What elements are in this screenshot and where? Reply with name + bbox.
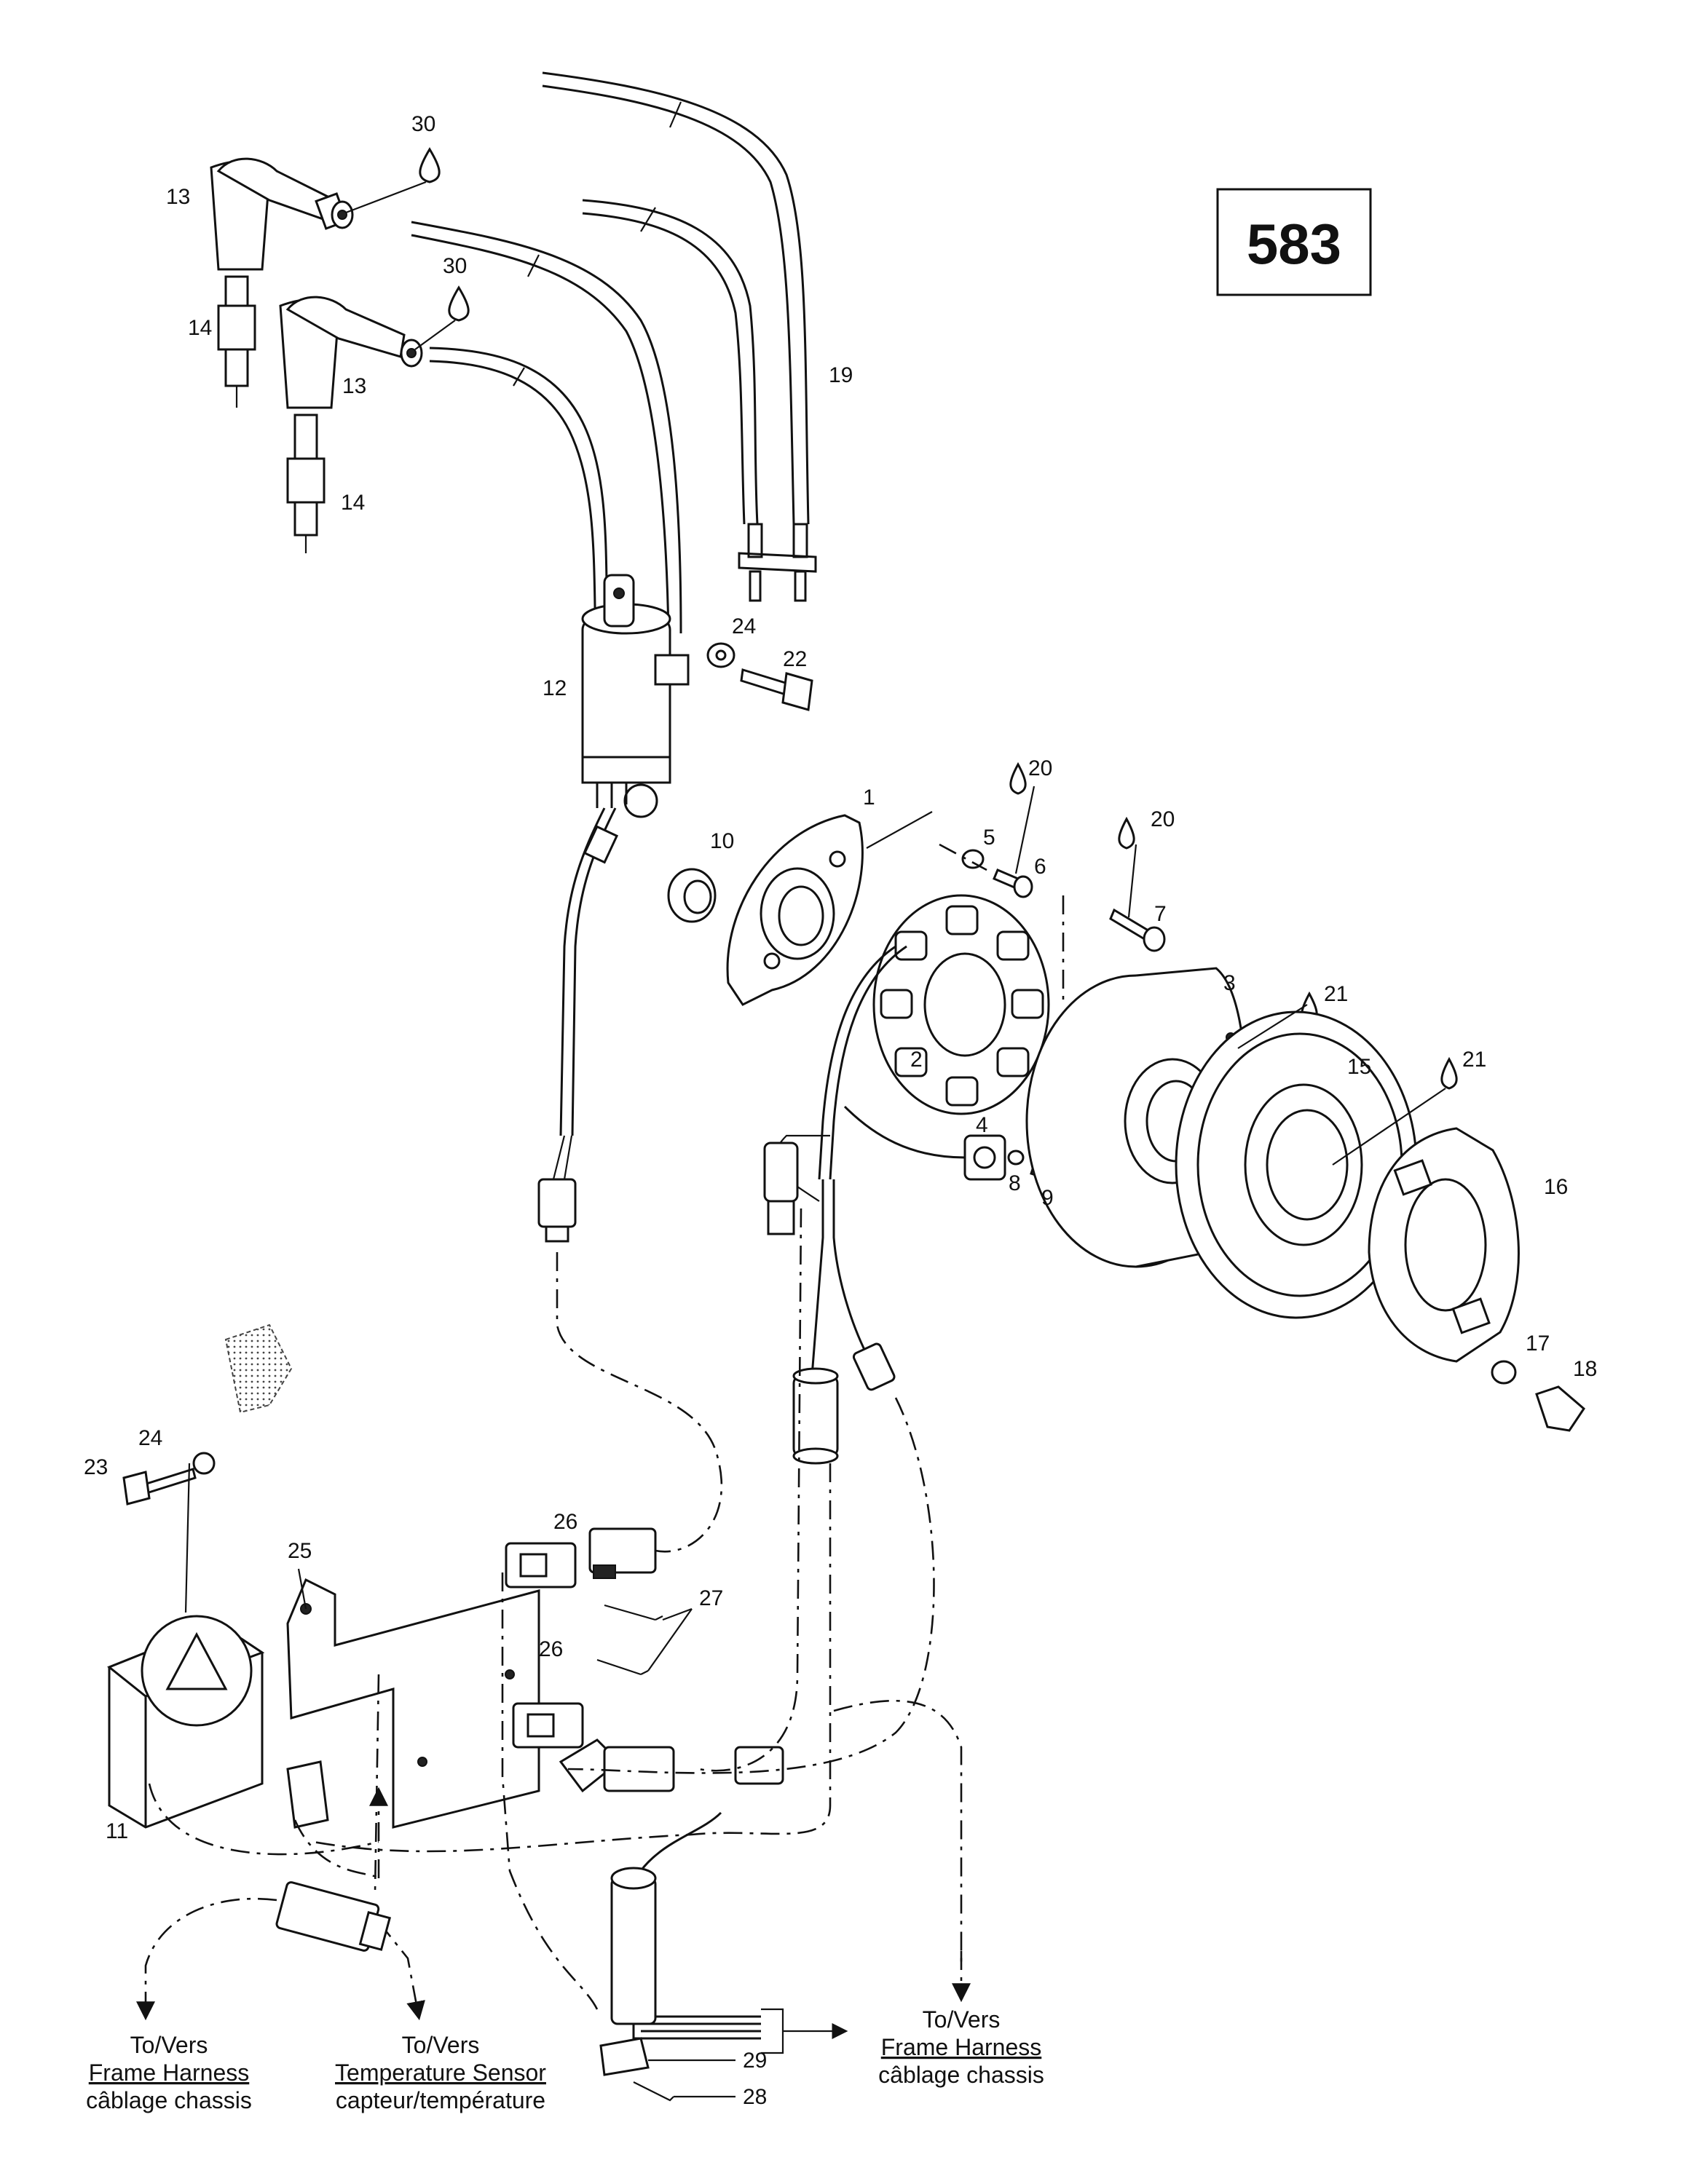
mounting-bracket <box>224 1324 293 1414</box>
starter-pulley-16 <box>1368 1127 1520 1363</box>
spark-plug-lower <box>286 414 326 553</box>
callout-22: 22 <box>783 647 807 671</box>
stator-plate-1 <box>726 811 933 1006</box>
callout-28: 28 <box>743 2085 767 2109</box>
washer-24-top <box>706 642 735 668</box>
callout-26-bottom: 26 <box>539 1637 563 1661</box>
destination-line3: câblage chassis <box>86 2087 252 2113</box>
cdi-module-11 <box>107 1463 329 1829</box>
callout-14-lower: 14 <box>341 491 365 515</box>
destination-line1: To/Vers <box>402 2032 480 2058</box>
leader-20b <box>1127 844 1137 918</box>
callout-13-lower: 13 <box>342 374 366 398</box>
callout-15: 15 <box>1347 1055 1371 1079</box>
screw-6 <box>993 869 1033 898</box>
callout-9: 9 <box>1041 1186 1054 1210</box>
plug-connector <box>559 1527 784 1793</box>
destination-line3: capteur/température <box>336 2087 545 2113</box>
destination-line1: To/Vers <box>923 2006 1001 2033</box>
bolt-22 <box>740 668 813 711</box>
callout-18: 18 <box>1573 1357 1597 1381</box>
callout-23: 23 <box>84 1455 108 1479</box>
washer-5 <box>961 849 985 869</box>
callout-5: 5 <box>983 826 995 850</box>
callout-30-a: 30 <box>411 112 435 136</box>
callout-7: 7 <box>1154 902 1167 926</box>
ignition-wires <box>411 71 817 641</box>
connector-holder-26-bottom <box>512 1702 584 1749</box>
washer-17 <box>1491 1360 1517 1385</box>
callout-26-top: 26 <box>553 1510 577 1534</box>
connector-holder-26-top <box>505 1542 577 1588</box>
callout-17: 17 <box>1526 1332 1550 1356</box>
coil-harness <box>537 807 619 1243</box>
ignition-coil <box>581 574 690 818</box>
grommet-10 <box>667 868 717 923</box>
callout-29: 29 <box>743 2049 767 2073</box>
destination-line2: Frame Harness <box>881 2034 1042 2060</box>
washer-24-bottom <box>192 1452 216 1475</box>
rivets-27 <box>596 1604 693 1676</box>
sensor-harness <box>599 1811 848 2102</box>
callout-3: 3 <box>1223 971 1236 995</box>
destination-line2: Frame Harness <box>89 2060 250 2086</box>
dashed-guide <box>939 843 1065 1005</box>
callout-14-upper: 14 <box>188 316 212 340</box>
washer-8 <box>1007 1150 1025 1166</box>
temperature-sensor-connector <box>275 1881 392 1952</box>
stator-2 <box>818 894 1050 1180</box>
diagram-code-box: 583 <box>1216 188 1372 296</box>
callout-19: 19 <box>829 363 853 387</box>
diagram-code: 583 <box>1247 212 1341 276</box>
callout-20-b: 20 <box>1151 807 1175 831</box>
destination-line3: câblage chassis <box>878 2062 1044 2088</box>
ring-gear-15 <box>1175 1004 1446 1319</box>
spark-plug-cap-upper <box>210 157 354 271</box>
callout-10: 10 <box>710 829 734 853</box>
destination-line1: To/Vers <box>130 2032 208 2058</box>
bolt-23 <box>122 1468 197 1506</box>
callout-30-b: 30 <box>443 254 467 278</box>
mounting-plate-25 <box>286 1568 540 1829</box>
dashed-routing <box>136 1208 971 2021</box>
callout-25: 25 <box>288 1539 312 1563</box>
callout-16: 16 <box>1544 1175 1568 1199</box>
spark-plug-cap-lower <box>279 296 423 409</box>
callout-6: 6 <box>1034 855 1046 879</box>
callout-11: 11 <box>106 1819 128 1843</box>
callouts: 1 2 3 4 5 6 7 8 9 10 11 12 13 13 14 14 1… <box>84 112 1597 2109</box>
callout-8: 8 <box>1009 1171 1021 1195</box>
lubricant-drop-icon <box>1009 761 1458 1090</box>
callout-27: 27 <box>699 1586 723 1610</box>
destination-frame-harness-left: To/Vers Frame Harness câblage chassis <box>86 2032 252 2113</box>
destination-frame-harness-right: To/Vers Frame Harness câblage chassis <box>878 2006 1044 2088</box>
spark-plug-upper <box>217 275 256 408</box>
destination-temperature-sensor: To/Vers Temperature Sensor capteur/tempé… <box>335 2032 546 2113</box>
callout-20-a: 20 <box>1028 756 1052 780</box>
callout-21-b: 21 <box>1462 1048 1486 1072</box>
callout-2: 2 <box>910 1048 923 1072</box>
callout-21-a: 21 <box>1324 982 1348 1006</box>
lubricant-drop-icon <box>345 147 470 350</box>
callout-12: 12 <box>543 676 567 700</box>
destination-line2: Temperature Sensor <box>335 2060 546 2086</box>
callout-13-upper: 13 <box>166 185 190 209</box>
callout-4: 4 <box>976 1113 988 1137</box>
bolt-18 <box>1535 1385 1585 1432</box>
screw-7 <box>1109 908 1166 952</box>
callout-1: 1 <box>863 786 875 810</box>
callout-24-top: 24 <box>732 614 756 638</box>
leader-20a <box>1014 786 1036 874</box>
stator-harness <box>763 1134 896 1465</box>
callout-24-bottom: 24 <box>138 1426 162 1450</box>
trigger-coil-4 <box>843 1105 1006 1181</box>
